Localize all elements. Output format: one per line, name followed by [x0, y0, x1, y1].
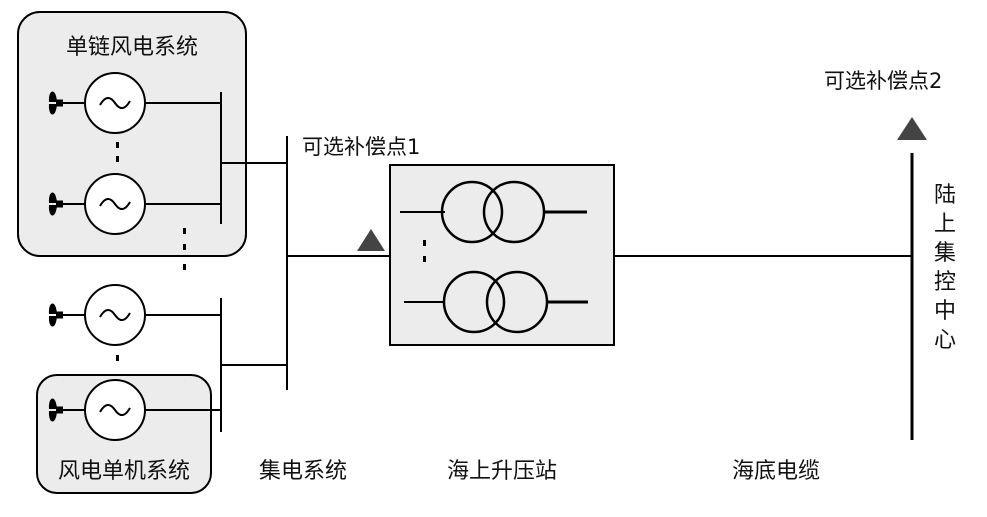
ellipsis-dots	[116, 142, 426, 361]
transformer-icon	[404, 270, 588, 334]
svg-text:陆: 陆	[934, 183, 956, 208]
submarine-cable-label: 海底电缆	[732, 459, 820, 484]
svg-text:集: 集	[934, 241, 956, 266]
svg-text:上: 上	[934, 212, 956, 237]
svg-text:中: 中	[934, 299, 956, 324]
single-turbine-system-label: 风电单机系统	[58, 459, 190, 484]
compensation-point-1-label: 可选补偿点1	[302, 135, 420, 159]
compensation-point-2-icon	[897, 117, 927, 140]
compensation-point-1-icon	[357, 229, 385, 251]
generator-unit	[48, 379, 221, 441]
compensation-point-2-label: 可选补偿点2	[824, 69, 942, 93]
generator-unit	[48, 72, 221, 134]
single-chain-system-box	[17, 11, 247, 257]
transformer-icon	[400, 180, 587, 244]
svg-text:心: 心	[934, 328, 956, 353]
onshore-control-center-label: 陆 上 集 控 中 心	[934, 183, 956, 353]
collection-system-label: 集电系统	[259, 459, 347, 484]
svg-text:控: 控	[934, 270, 956, 295]
wind-turbine-icon	[48, 303, 63, 327]
generator-unit	[48, 284, 221, 346]
offshore-substation-label: 海上升压站	[447, 459, 557, 484]
single-chain-system-label: 单链风电系统	[66, 35, 198, 60]
generator-unit	[48, 173, 221, 235]
offshore-substation-box	[389, 164, 615, 346]
